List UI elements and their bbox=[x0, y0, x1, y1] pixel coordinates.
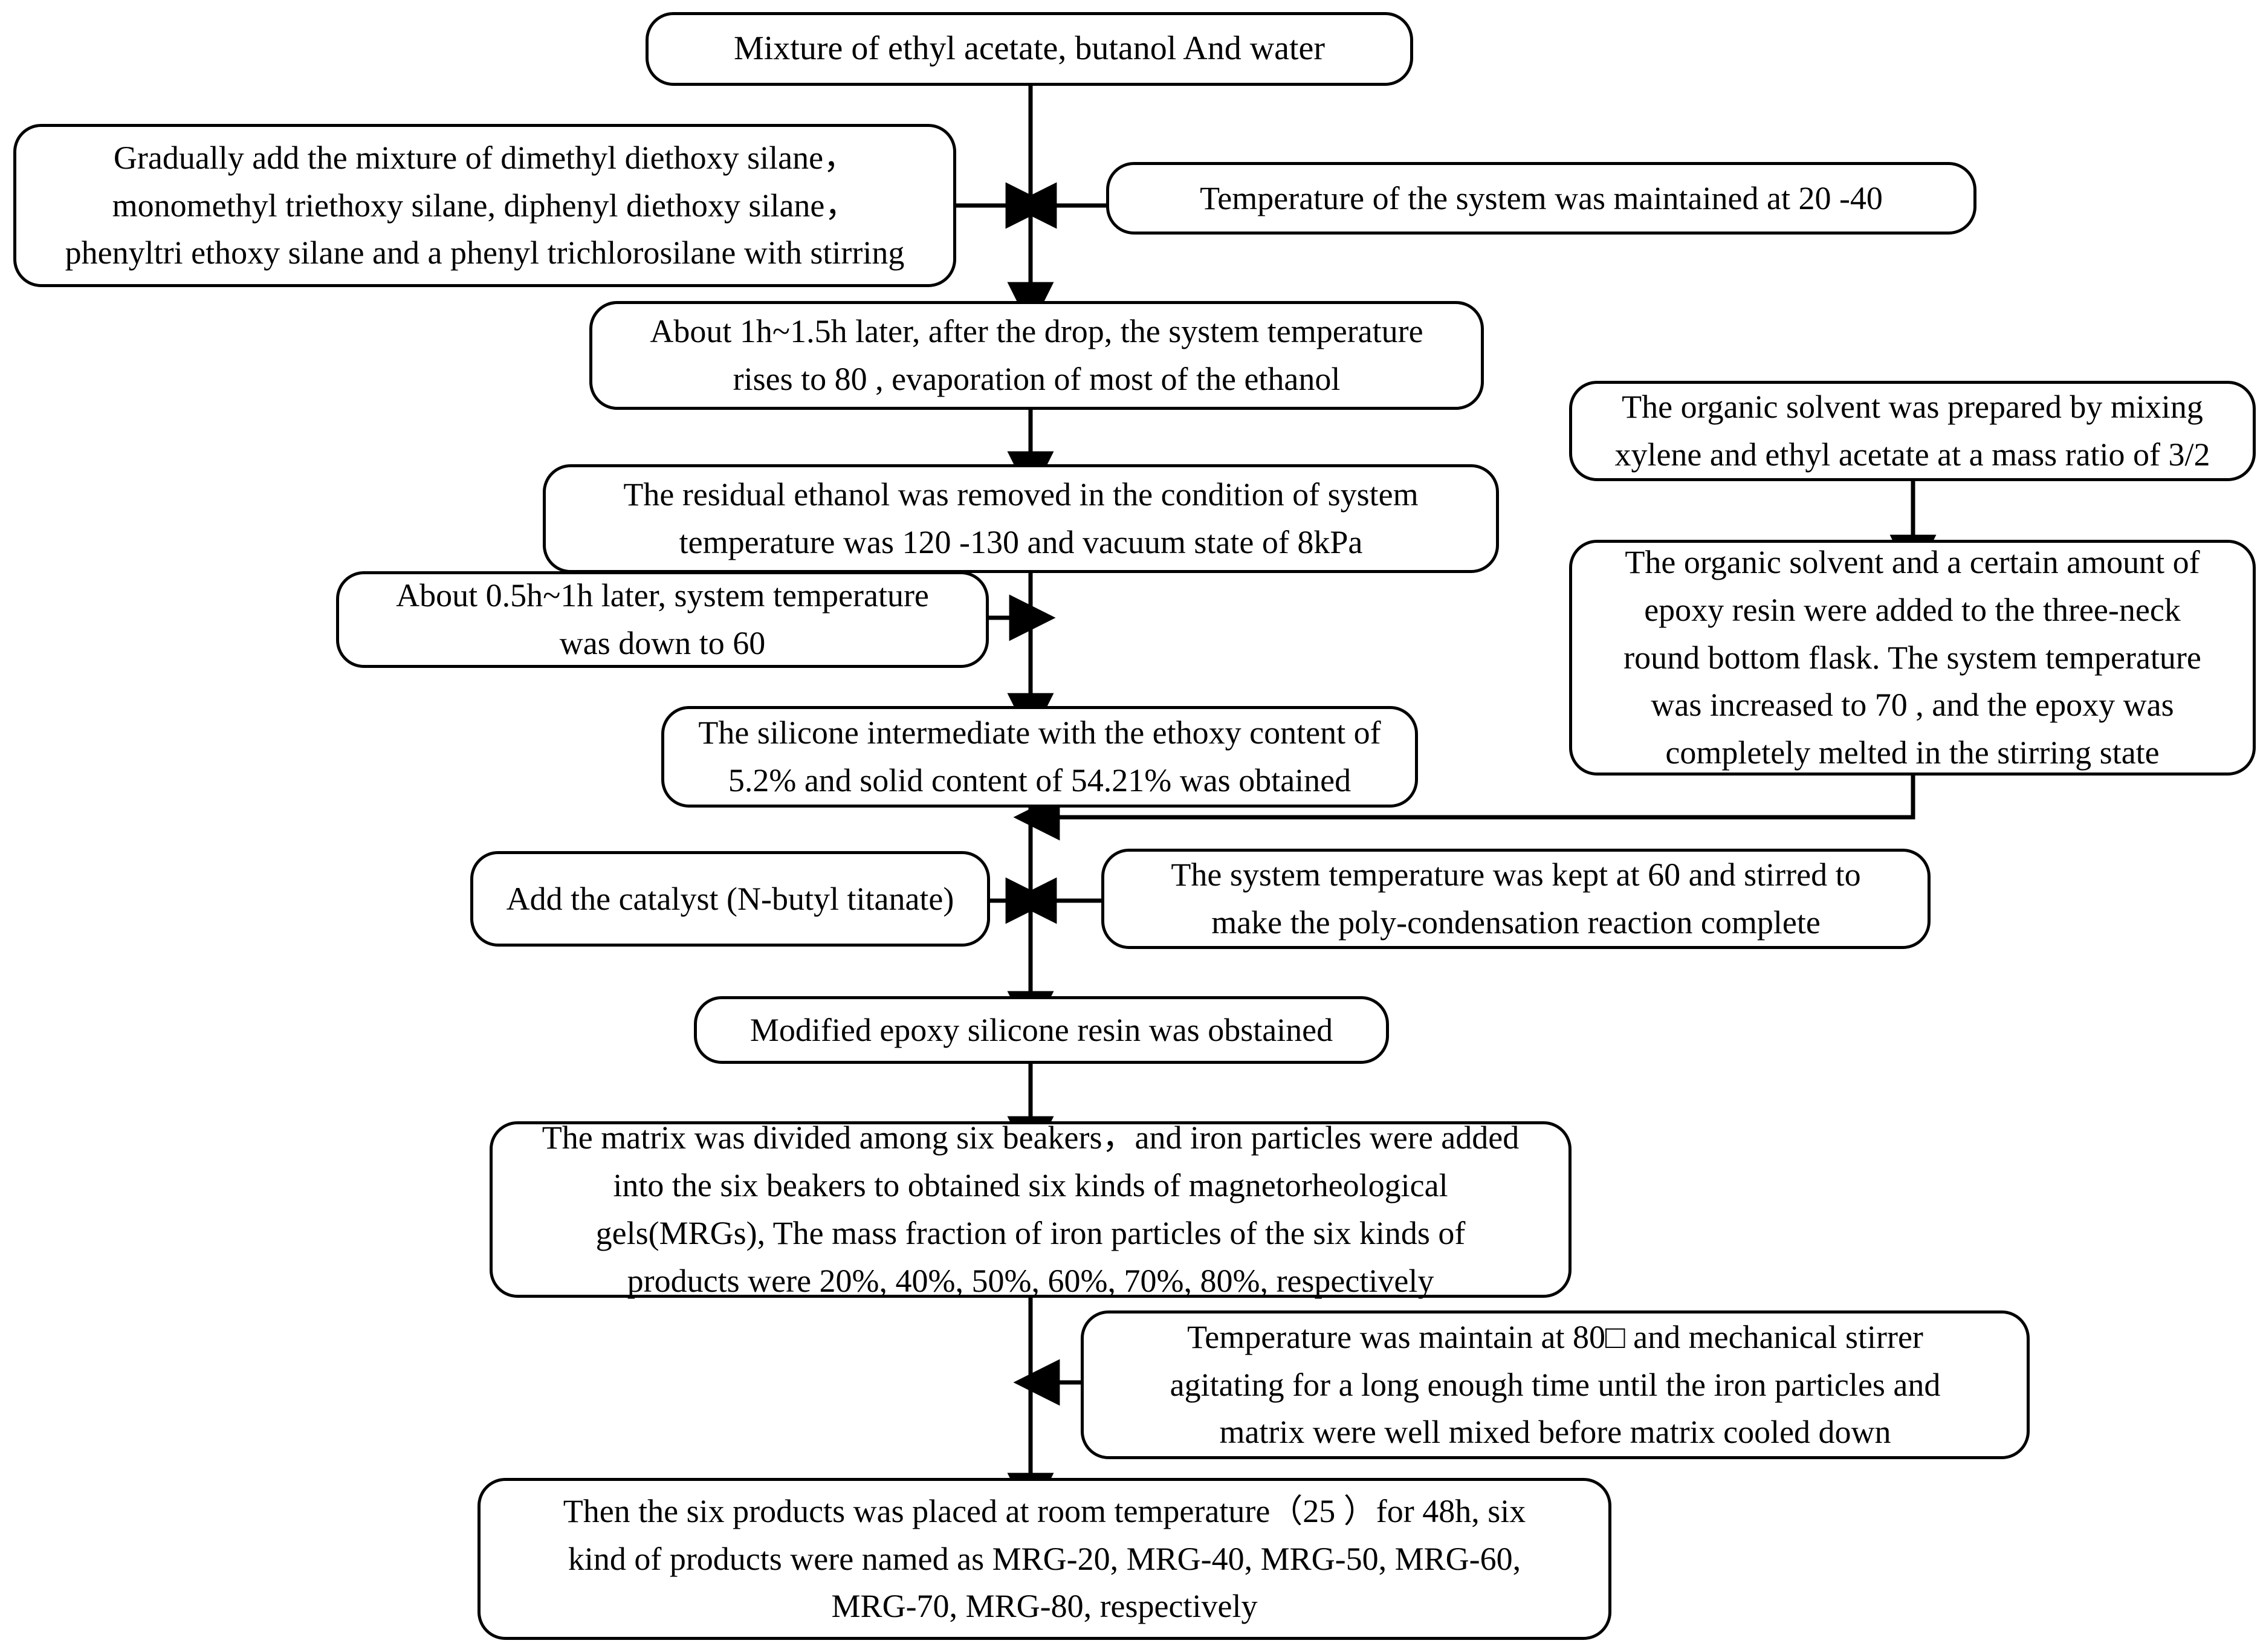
silicone-intermediate-node[interactable]: The silicone intermediate with the ethox… bbox=[661, 706, 1418, 808]
organic-solvent-prepared-node-label: The organic solvent was prepared by mixi… bbox=[1614, 389, 2210, 473]
six-beakers-iron-particles-node[interactable]: The matrix was divided among six beakers… bbox=[490, 1119, 1572, 1299]
stirrer-80-node[interactable]: Temperature was maintain at 80□ and mech… bbox=[1081, 1310, 2030, 1459]
mixture-node[interactable]: Mixture of ethyl acetate, butanol And wa… bbox=[646, 12, 1413, 86]
gradually-add-silanes-node-label: Gradually add the mixture of dimethyl di… bbox=[65, 139, 905, 271]
temperature-maintained-node-label: Temperature of the system was maintained… bbox=[1200, 180, 1883, 216]
cooldown-60-node[interactable]: About 0.5h~1h later, system temperature … bbox=[336, 571, 989, 668]
polycondensation-node[interactable]: The system temperature was kept at 60 an… bbox=[1101, 849, 1931, 949]
residual-ethanol-removed-node-label: The residual ethanol was removed in the … bbox=[623, 476, 1419, 560]
polycondensation-node-label: The system temperature was kept at 60 an… bbox=[1171, 857, 1861, 941]
modified-resin-node[interactable]: Modified epoxy silicone resin was obstai… bbox=[694, 996, 1389, 1064]
cooldown-60-node-label: About 0.5h~1h later, system temperature … bbox=[396, 577, 929, 661]
temperature-rise-80-node-label: About 1h~1.5h later, after the drop, the… bbox=[650, 313, 1423, 397]
add-catalyst-node-label: Add the catalyst (N-butyl titanate) bbox=[506, 880, 954, 917]
modified-resin-node-label: Modified epoxy silicone resin was obstai… bbox=[749, 1011, 1333, 1048]
temperature-rise-80-node[interactable]: About 1h~1.5h later, after the drop, the… bbox=[589, 301, 1484, 410]
epoxy-resin-added-node[interactable]: The organic solvent and a certain amount… bbox=[1569, 540, 2256, 776]
epoxy-resin-added-node-label: The organic solvent and a certain amount… bbox=[1623, 543, 2201, 771]
six-beakers-iron-particles-node-label: The matrix was divided among six beakers… bbox=[542, 1119, 1520, 1299]
stirrer-80-node-label: Temperature was maintain at 80□ and mech… bbox=[1170, 1318, 1941, 1451]
gradually-add-silanes-node[interactable]: Gradually add the mixture of dimethyl di… bbox=[13, 124, 956, 287]
temperature-maintained-node[interactable]: Temperature of the system was maintained… bbox=[1106, 162, 1976, 235]
residual-ethanol-removed-node[interactable]: The residual ethanol was removed in the … bbox=[543, 464, 1499, 573]
silicone-intermediate-node-label: The silicone intermediate with the ethox… bbox=[698, 714, 1381, 798]
organic-solvent-prepared-node[interactable]: The organic solvent was prepared by mixi… bbox=[1569, 381, 2256, 481]
final-products-node-label: Then the six products was placed at room… bbox=[563, 1492, 1526, 1625]
final-products-node[interactable]: Then the six products was placed at room… bbox=[477, 1478, 1611, 1640]
add-catalyst-node[interactable]: Add the catalyst (N-butyl titanate) bbox=[470, 851, 990, 947]
mixture-node-label: Mixture of ethyl acetate, butanol And wa… bbox=[733, 30, 1326, 68]
